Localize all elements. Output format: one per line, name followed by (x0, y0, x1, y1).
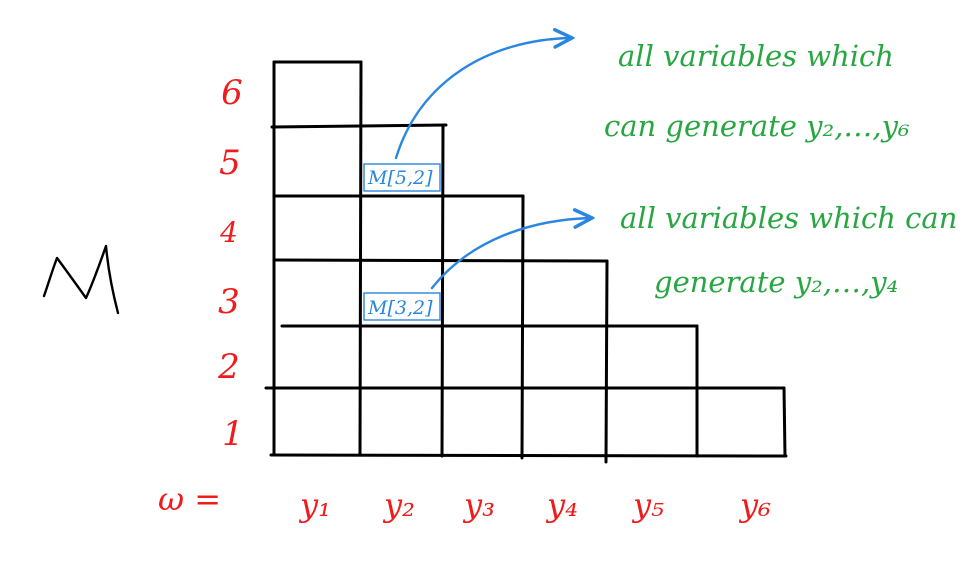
column-label-5: y₅ (631, 486, 664, 524)
note-lower-line-1: all variables which can (620, 201, 957, 235)
row-label-2: 2 (217, 347, 240, 387)
note-upper-line-2: can generate y₂,…,y₆ (604, 109, 910, 143)
cell-annotation-m-3-2: M[3,2] (367, 297, 433, 319)
cell-annotation-m-5-2-box (363, 163, 441, 192)
row-label-4: 4 (219, 216, 238, 249)
grid-col-4-right (604, 259, 609, 464)
row-label-5: 5 (219, 143, 241, 183)
grid-col-1-right (358, 60, 363, 457)
column-label-3: y₃ (462, 486, 495, 524)
row-labels: 6 5 4 3 2 1 (217, 73, 244, 454)
note-lower-line-2: generate y₂,…,y₄ (654, 265, 898, 299)
grid-col-3-right (520, 194, 525, 460)
column-prefix: ω = (158, 480, 221, 518)
arrow-to-upper-note (394, 38, 570, 160)
arrows (394, 38, 590, 290)
grid-col-6-right (782, 386, 787, 458)
grid-col-2-right (440, 123, 445, 458)
column-label-4: y₄ (545, 486, 578, 524)
grid (264, 60, 788, 464)
notes: all variables which can generate y₂,…,y₆… (604, 39, 957, 299)
column-label-1: y₁ (298, 486, 331, 524)
grid-row-5-top (270, 123, 448, 129)
column-label-6: y₆ (738, 486, 771, 524)
arrow-to-lower-note (430, 218, 590, 290)
row-label-3: 3 (218, 282, 240, 322)
column-labels: ω = y₁ y₂ y₃ y₄ y₅ y₆ (158, 480, 771, 524)
grid-bottom-line (269, 453, 788, 458)
column-label-2: y₂ (382, 486, 415, 524)
cell-annotation-m-3-2-box (363, 292, 441, 321)
matrix-letter-m (42, 244, 120, 315)
cell-annotations: M[5,2] M[3,2] (363, 163, 441, 321)
row-label-6: 6 (221, 73, 243, 113)
cell-annotation-m-5-2: M[5,2] (367, 167, 433, 189)
note-upper-line-1: all variables which (618, 39, 894, 73)
row-label-1: 1 (222, 414, 244, 454)
